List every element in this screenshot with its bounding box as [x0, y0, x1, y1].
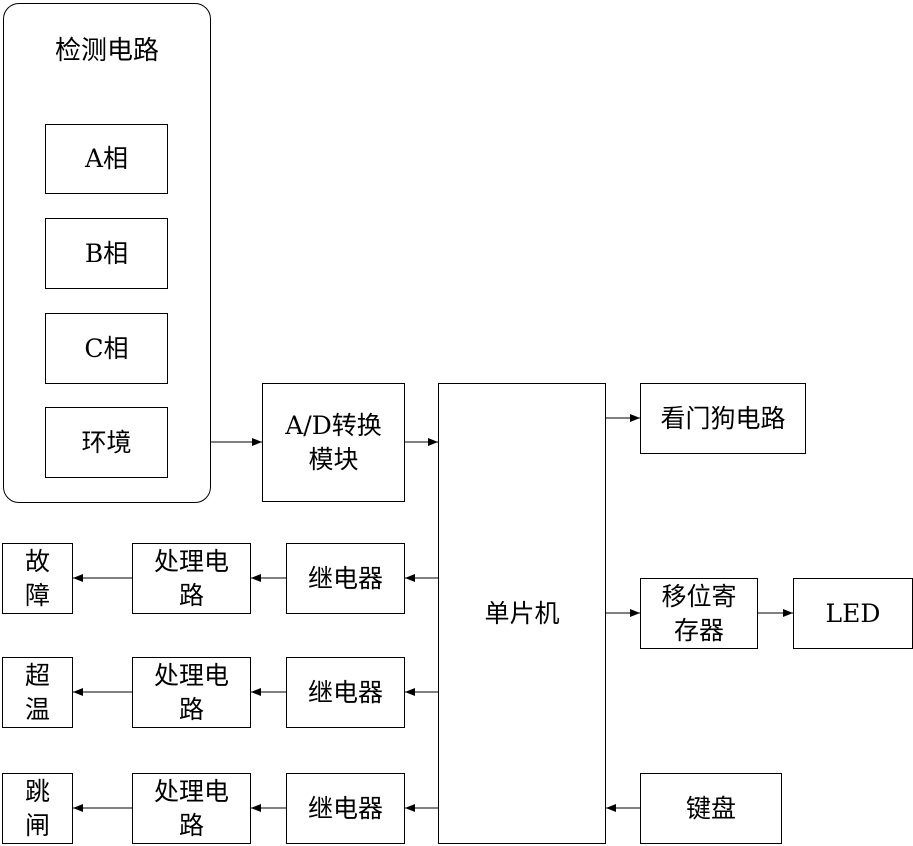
processing-circuit-box: 处理电 路	[132, 773, 251, 844]
ad-line2: 模块	[308, 444, 359, 474]
ad-converter-box: A/D转换 模块	[262, 383, 405, 502]
led-box: LED	[793, 578, 913, 649]
keyboard-box: 键盘	[640, 773, 782, 844]
phase-a-box: A相	[45, 124, 168, 194]
proc-line2: 路	[178, 810, 204, 840]
relay-box: 继电器	[286, 543, 405, 614]
proc-line2: 路	[178, 580, 204, 610]
proc-line2: 路	[178, 694, 204, 724]
proc-line1: 处理电	[153, 660, 229, 690]
ad-line1: A/D转换	[285, 410, 382, 440]
proc-line1: 处理电	[153, 776, 229, 806]
out-line2: 障	[24, 580, 50, 610]
shift-line1: 移位寄	[661, 581, 737, 611]
processing-circuit-box: 处理电 路	[132, 657, 251, 728]
out-line1: 跳	[24, 776, 50, 806]
phase-b-box: B相	[45, 218, 168, 289]
shift-register-box: 移位寄 存器	[640, 578, 758, 649]
relay-box: 继电器	[286, 773, 405, 844]
out-line1: 故	[24, 546, 50, 576]
out-line1: 超	[24, 660, 50, 690]
trip-output-box: 跳 闸	[2, 773, 73, 844]
fault-output-box: 故 障	[2, 543, 73, 614]
out-line2: 温	[24, 694, 50, 724]
watchdog-box: 看门狗电路	[640, 383, 806, 454]
proc-line1: 处理电	[153, 546, 229, 576]
overtemp-output-box: 超 温	[2, 657, 73, 728]
phase-c-box: C相	[45, 313, 168, 384]
mcu-box: 单片机	[438, 383, 606, 844]
detection-circuit-title: 检测电路	[54, 36, 159, 66]
environment-box: 环境	[45, 407, 168, 478]
detection-circuit-group	[3, 3, 211, 503]
processing-circuit-box: 处理电 路	[132, 543, 251, 614]
relay-box: 继电器	[286, 657, 405, 728]
shift-line2: 存器	[673, 615, 724, 645]
out-line2: 闸	[24, 810, 50, 840]
